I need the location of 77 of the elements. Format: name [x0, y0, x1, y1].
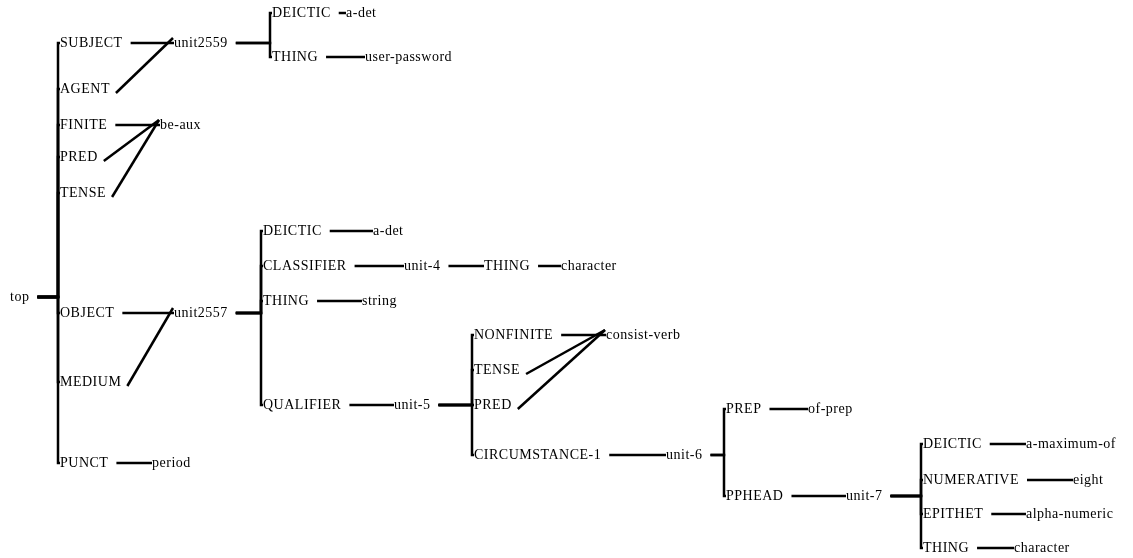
tree-node-label: unit-5 [394, 397, 431, 413]
tree-node-label: PRED [474, 397, 512, 413]
connector-line [448, 264, 484, 268]
tree-node-label: PUNCT [60, 455, 109, 471]
tree-node-label: user-password [365, 49, 453, 65]
tree-node-label: THING [484, 258, 531, 274]
tree-node-label: THING [263, 293, 310, 309]
connector-line [354, 264, 404, 268]
tree-node-label: unit-6 [666, 447, 703, 463]
tree-node-label: alpha-numeric [1026, 506, 1114, 522]
connector-line [116, 461, 152, 465]
connector-line [130, 41, 174, 45]
tree-node-label: consist-verb [606, 327, 681, 343]
tree-node-label: unit-4 [404, 258, 441, 274]
tree-node-label: character [1014, 540, 1070, 556]
tree-node-label: unit-7 [846, 488, 883, 504]
connector-line [122, 311, 174, 315]
connector-line [329, 229, 373, 233]
connector-line [791, 494, 846, 498]
tree-node-label: CIRCUMSTANCE-1 [474, 447, 602, 463]
tree-node-label: DEICTIC [923, 436, 982, 452]
bracket-connector [710, 453, 727, 498]
connector-line [115, 123, 160, 127]
connector-line [991, 512, 1026, 516]
tree-node-label: AGENT [60, 81, 110, 97]
tree-node-label: MEDIUM [60, 374, 122, 390]
connector-line [977, 546, 1014, 550]
bracket-connector [890, 494, 924, 550]
connector-line [769, 407, 808, 411]
tree-node-label: OBJECT [60, 305, 115, 321]
tree-node-label: of-prep [808, 401, 853, 417]
connector-line [326, 55, 365, 59]
tree-node-label: EPITHET [923, 506, 984, 522]
tree-node-label: FINITE [60, 117, 108, 133]
bracket-connector [37, 295, 61, 465]
tree-node-label: DEICTIC [263, 223, 322, 239]
connector-line [538, 264, 561, 268]
connector-line [317, 299, 362, 303]
connector-line [561, 333, 606, 337]
connector-line [111, 119, 161, 198]
bracket-connector [235, 41, 273, 59]
tree-node-label: be-aux [160, 117, 202, 133]
tree-node-label: QUALIFIER [263, 397, 342, 413]
connector-line [525, 328, 606, 376]
tree-node-label: NONFINITE [474, 327, 554, 343]
tree-node-label: period [152, 455, 191, 471]
tree-node-label: a-maximum-of [1026, 436, 1116, 452]
connector-line [349, 403, 394, 407]
connector-line [609, 453, 666, 457]
tree-node-label: PREP [726, 401, 762, 417]
tree-node-label: character [561, 258, 617, 274]
tree-node-label: THING [272, 49, 319, 65]
root-label: top [10, 289, 30, 305]
connector-line [516, 329, 606, 410]
tree-node-label: TENSE [474, 362, 521, 378]
tree-node-label: unit2557 [174, 305, 228, 321]
tree-node-label: SUBJECT [60, 35, 123, 51]
connector-line [103, 119, 160, 162]
bracket-connector [438, 403, 475, 457]
tree-node-label: a-det [373, 223, 404, 239]
tree-node-label: eight [1073, 472, 1104, 488]
tree-node-label: PPHEAD [726, 488, 784, 504]
tree-node-label: TENSE [60, 185, 107, 201]
bracket-connector [235, 311, 264, 407]
tree-node-label: THING [923, 540, 970, 556]
tree-node-label: unit2559 [174, 35, 228, 51]
tree-node-label: PRED [60, 149, 98, 165]
connector-line [115, 37, 174, 94]
tree-node-label: NUMERATIVE [923, 472, 1019, 488]
tree-node-label: string [362, 293, 397, 309]
connector-line [989, 442, 1026, 446]
tree-node-label: CLASSIFIER [263, 258, 347, 274]
tree-node-label: a-det [346, 5, 377, 21]
connector-line [338, 11, 346, 15]
connector-line [1027, 478, 1073, 482]
connector-line [126, 307, 175, 387]
tree-node-label: DEICTIC [272, 5, 331, 21]
